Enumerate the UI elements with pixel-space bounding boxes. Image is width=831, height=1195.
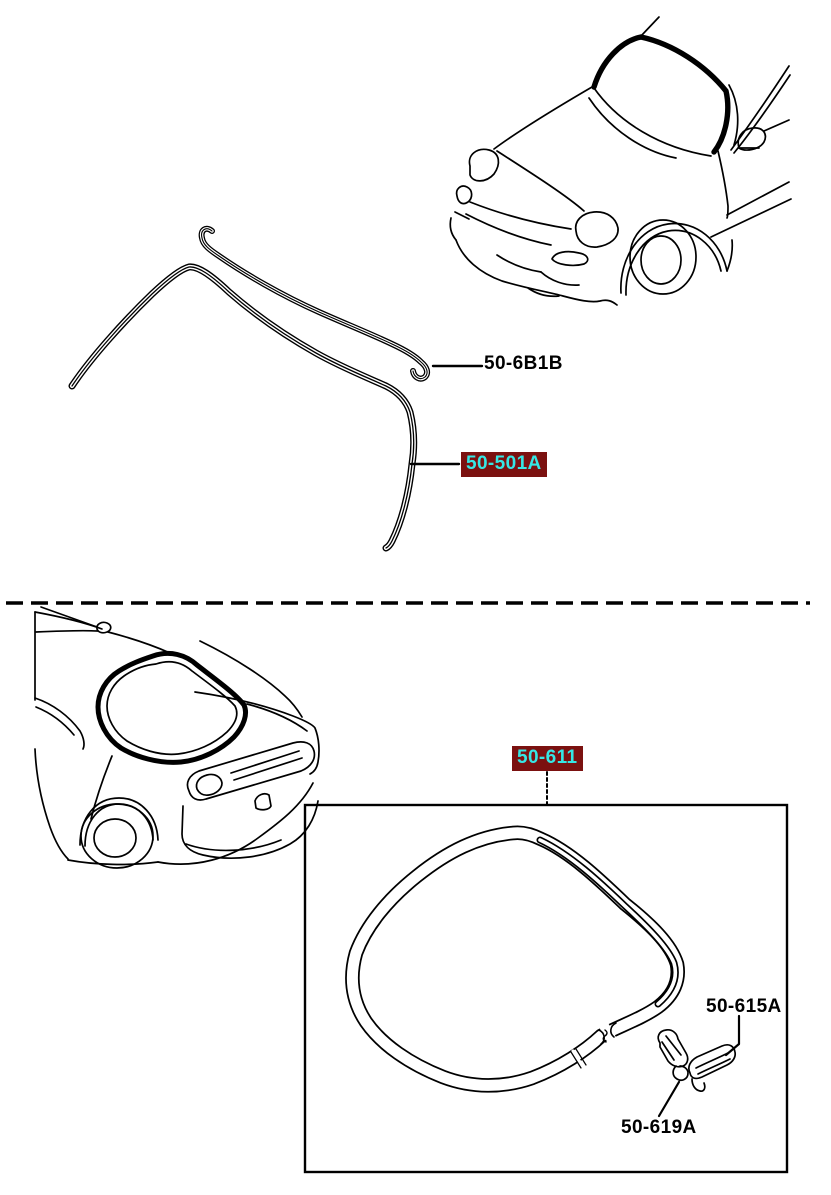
side-mirror: [737, 127, 767, 151]
rear-car-sketch: [34, 606, 320, 869]
windshield-molding-highlight: [591, 34, 731, 155]
fastener-strip-drawing: [198, 225, 431, 382]
rear-window-seal-drawing: [345, 825, 685, 1093]
leader-50-619a: [657, 1080, 681, 1118]
part-label-50-611[interactable]: 50-611: [512, 746, 583, 771]
detail-box: [303, 803, 789, 1174]
part-label-50-615a[interactable]: 50-615A: [706, 996, 782, 1017]
part-label-50-501a[interactable]: 50-501A: [461, 452, 547, 477]
leader-50-615a: [724, 1014, 741, 1057]
rear-window-molding-highlight: [95, 650, 249, 765]
windshield-molding-drawing: [68, 263, 418, 552]
part-label-50-6b1b[interactable]: 50-6B1B: [484, 353, 563, 374]
seal-clip-drawing: [657, 1029, 689, 1082]
front-car-sketch: [449, 16, 792, 306]
part-label-50-619a[interactable]: 50-619A: [621, 1117, 697, 1138]
antenna-base: [96, 621, 112, 634]
leader-lines-top: [409, 364, 484, 466]
leader-lines-bottom: [546, 771, 741, 1118]
taillight-band: [186, 741, 316, 801]
